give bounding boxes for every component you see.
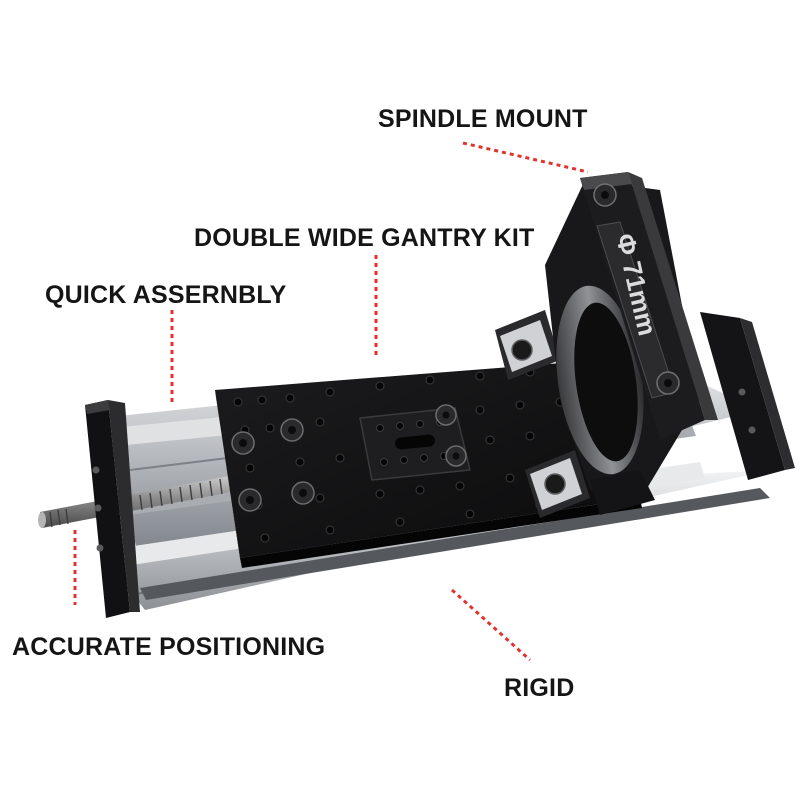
spindle-mount: Φ 71mm — [495, 172, 718, 518]
leader-lines — [73, 141, 589, 662]
lead-screw — [38, 470, 262, 528]
cap-screws — [231, 404, 467, 512]
callout-double-wide-gantry-kit: DOUBLE WIDE GANTRY KIT — [194, 224, 535, 252]
callout-accurate-positioning: ACCURATE POSITIONING — [12, 633, 326, 661]
left-end-plate — [85, 400, 140, 618]
right-end-plate — [700, 312, 795, 480]
leader-rigid — [450, 588, 532, 662]
leader-spindle-mount — [462, 141, 589, 174]
callout-quick-assembly: QUICK ASSERNBLY — [45, 281, 287, 309]
callout-spindle-mount: SPINDLE MOUNT — [378, 105, 588, 133]
callout-rigid: RIGID — [504, 674, 575, 702]
